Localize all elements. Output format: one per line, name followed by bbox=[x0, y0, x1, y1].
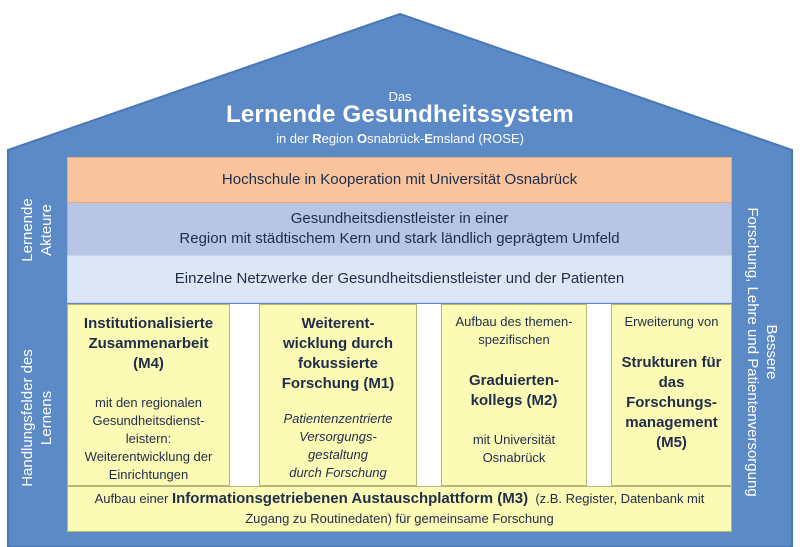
pillar-desc-line: mit den regionalen bbox=[95, 395, 202, 410]
pillar-m4: Institutionalisierte Zusammenarbeit (M4)… bbox=[67, 304, 230, 486]
pillar-desc-line: Patientenzentrierte bbox=[283, 411, 393, 426]
band-text: Einzelne Netzwerke der Gesundheitsdienst… bbox=[174, 270, 625, 287]
pillar-title-line: Forschung (M1) bbox=[281, 375, 395, 392]
side-label-line: Forschung, Lehre und Patientenversorgung bbox=[744, 207, 761, 497]
band-netzwerke: Einzelne Netzwerke der Gesundheitsdienst… bbox=[67, 255, 732, 303]
pillar-title-line: fokussierte bbox=[297, 355, 379, 372]
pillar-gap bbox=[230, 304, 259, 486]
pillar-intro-line: Aufbau des themen- bbox=[455, 314, 573, 329]
side-label-line: Handlungsfelder des bbox=[19, 349, 36, 487]
pillar-title-line: wicklung durch bbox=[282, 335, 393, 352]
pillar-title-line: Institutionalisierte bbox=[83, 315, 214, 332]
pillar-desc-line: Weiterentwicklung der bbox=[84, 449, 213, 464]
pillar-desc-line: leistern: bbox=[125, 431, 172, 446]
pillar-title-line: Strukturen für bbox=[621, 354, 722, 371]
band-hochschule: Hochschule in Kooperation mit Universitä… bbox=[67, 157, 732, 203]
pillar-title-line: (M4) bbox=[133, 355, 164, 372]
pillar-title-line: das bbox=[658, 374, 685, 391]
pillar-title-line: Graduierten- bbox=[468, 372, 559, 389]
pillar-desc-line: Versorgungs- bbox=[299, 429, 377, 444]
title-subtitle: in der Region Osnabrück-Emsland (ROSE) bbox=[276, 131, 524, 146]
pillar-title-line: Weiterent- bbox=[301, 315, 375, 332]
foundation-line: Aufbau einer Informationsgetriebenen Aus… bbox=[94, 490, 705, 507]
pillar-gap bbox=[587, 304, 611, 486]
pillar-intro-line: spezifischen bbox=[478, 332, 550, 347]
side-label-line: Lernende bbox=[19, 198, 36, 262]
pillar-m1: Weiterent- wicklung durch fokussierte Fo… bbox=[259, 304, 417, 486]
band-text: Gesundheitsdienstleister in einer bbox=[290, 210, 509, 227]
pillar-desc-line: Osnabrück bbox=[482, 450, 546, 465]
pillar-title-line: Zusammenarbeit bbox=[88, 335, 209, 352]
pillar-m5: Erweiterung von Strukturen für das Forsc… bbox=[611, 304, 732, 486]
pillar-title-line: (M5) bbox=[656, 434, 687, 451]
pillar-gap bbox=[417, 304, 441, 486]
pillar-desc-line: mit Universität bbox=[472, 432, 556, 447]
pillar-title-line: Forschungs- bbox=[626, 394, 717, 411]
page-title: Lernende Gesundheitssystem bbox=[226, 101, 574, 128]
pillar-title-line: kollegs (M2) bbox=[470, 392, 558, 409]
side-label-line: Akteure bbox=[38, 204, 55, 256]
side-label-line: Bessere bbox=[763, 324, 780, 380]
band-gesundheitsdienstleister: Gesundheitsdienstleister in einer Region… bbox=[67, 203, 732, 255]
side-label-line: Lernens bbox=[38, 390, 55, 446]
pillar-desc-line: Gesundheitsdienst- bbox=[92, 413, 205, 428]
pillar-desc-line: gestaltung bbox=[308, 447, 368, 462]
pillar-title-line: management bbox=[625, 414, 718, 431]
foundation-m3: Aufbau einer Informationsgetriebenen Aus… bbox=[67, 486, 732, 532]
pillar-desc-line: Einrichtungen bbox=[108, 467, 189, 482]
band-text: Hochschule in Kooperation mit Universitä… bbox=[221, 171, 578, 188]
foundation-line: Zugang zu Routinedaten) für gemeinsame F… bbox=[245, 511, 554, 526]
title-prefix: Das bbox=[388, 89, 412, 104]
band-text: Region mit städtischem Kern und stark lä… bbox=[179, 230, 620, 247]
pillar-desc-line: durch Forschung bbox=[289, 465, 387, 480]
pillar-intro-line: Erweiterung von bbox=[624, 314, 719, 329]
pillar-m2: Aufbau des themen- spezifischen Graduier… bbox=[441, 304, 587, 486]
